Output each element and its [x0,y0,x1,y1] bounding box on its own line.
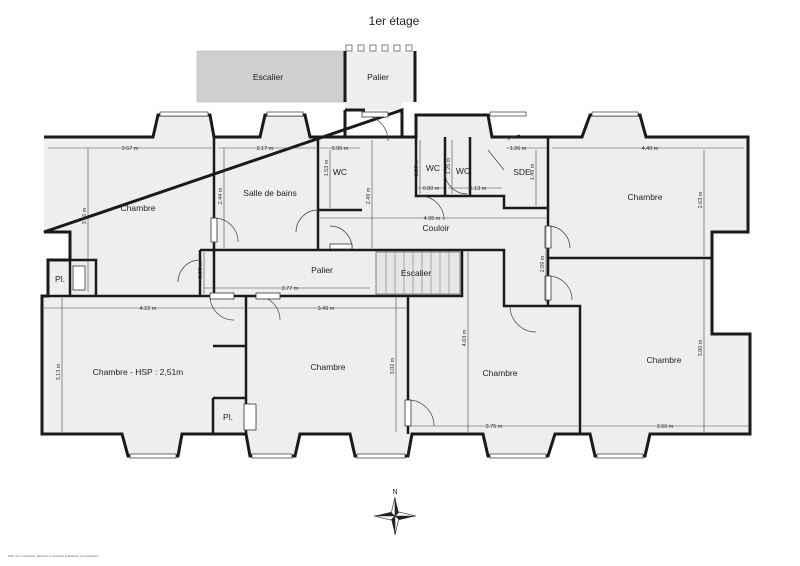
dim-label: 1.26 m [446,157,452,174]
room-label-placard-left: Pl. [55,274,65,284]
room-label-escalier-top: Escalier [253,72,283,82]
dim-label: 4.03 m [462,329,468,346]
dim-label: 2.44 m [218,187,224,204]
dim-label: 3.75 m [486,424,503,430]
post [369,44,377,52]
dimension-labels: 3.57 m 2.17 m 0.95 m 1.53 m 3.45 m 2.44 … [56,146,704,430]
post [381,44,389,52]
room-label-chambre-ne: Chambre [628,192,663,202]
room-label-placard-mid: Pl. [223,412,233,422]
room-label-sde: SDE [513,167,531,177]
room-label-chambre-south: Chambre [483,368,518,378]
compass-north-label: N [392,489,397,496]
window [356,453,406,459]
dim-label: 1.53 m [324,159,330,176]
compass-rose: N [373,489,417,536]
room-label-couloir: Couloir [423,223,450,233]
interior-walls [42,135,712,434]
dim-label: 4.22 m [140,306,157,312]
room-label-palier-top: Palier [367,72,389,82]
window [489,111,527,117]
dim-label: 1.26 m [510,146,527,152]
plan-title: 1er étage [369,14,420,28]
dim-label: 3.57 m [122,146,139,152]
dim-label: 4.95 m [424,216,441,222]
top-staircase [196,50,346,103]
mid-staircase [375,251,461,295]
dim-label: 3.02 m [390,357,396,374]
dim-label: 1.13 m [470,186,487,192]
room-label-wc-3: WC [456,166,470,176]
footnote: Plan non contractuel. Mesures et surface… [8,554,99,558]
window [596,453,644,459]
dim-label: 3.80 m [698,339,704,356]
dim-label: 3.66 m [657,424,674,430]
window [159,111,209,117]
dim-label: 0.96 m [198,261,204,278]
room-label-wc-1: WC [333,167,347,177]
dim-label: 2.09 m [540,255,546,272]
window [266,111,304,117]
room-label-chambre-mid: Chambre [311,362,346,372]
post [345,44,353,52]
room-label-chambre-hsp: Chambre - HSP : 2,51m [93,367,184,377]
dim-label: 3.13 m [56,363,62,380]
window [129,453,177,459]
room-label-chambre-se: Chambre [647,355,682,365]
dim-label: 1.49 m [530,163,536,180]
room-label-chambre-nw: Chambre [121,203,156,213]
window [489,453,547,459]
dim-label: 4.40 m [642,146,659,152]
doors [72,111,573,431]
dim-label: 3.77 m [282,286,299,292]
post [357,44,365,52]
room-label-salle-de-bains: Salle de bains [243,188,296,198]
dim-label: 2.63 m [698,191,704,208]
window [251,453,293,459]
dim-label: 0.80 m [423,186,440,192]
room-label-wc-2: WC [426,163,440,173]
dim-label: 2.49 m [366,187,372,204]
post [405,44,413,52]
dim-label: 1.26 m [414,159,420,176]
dim-label: 2.17 m [257,146,274,152]
dimension-lines [44,140,748,432]
room-label-escalier-mid: Escalier [401,268,431,278]
dim-label: 3.45 m [82,207,88,224]
palier-top-floor [345,51,415,110]
palier-top-walls [343,51,417,102]
dim-label: 0.95 m [332,146,349,152]
room-label-palier-mid: Palier [311,265,333,275]
dim-label: 3.49 m [318,306,335,312]
post [393,44,401,52]
window [591,111,639,117]
